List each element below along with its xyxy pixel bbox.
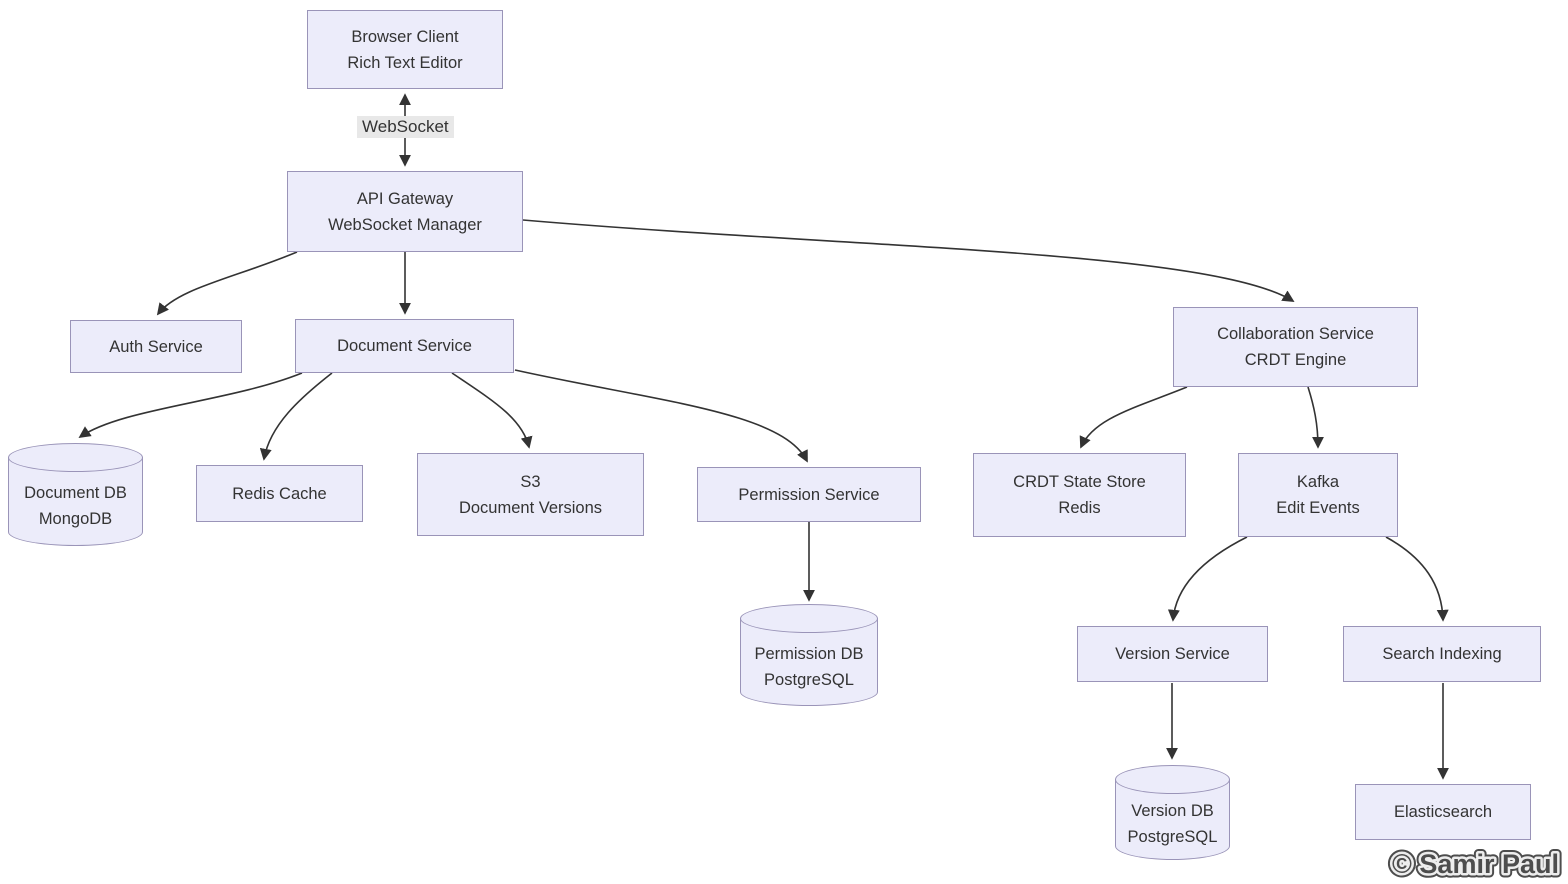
node-document-db-cylinder: Document DB MongoDB	[8, 443, 143, 546]
node-search-indexing: Search Indexing	[1343, 626, 1541, 682]
node-label: S3	[520, 472, 541, 491]
node-label: Redis	[1058, 499, 1101, 517]
node-label: Permission Service	[738, 485, 880, 504]
node-browser-client: Browser Client Rich Text Editor	[307, 10, 503, 89]
node-label: Collaboration Service	[1217, 325, 1374, 343]
node-label: WebSocket Manager	[328, 215, 482, 234]
edge-label-websocket: WebSocket	[357, 116, 454, 138]
node-label: Document Service	[337, 337, 472, 355]
node-label: Document Versions	[458, 498, 603, 517]
edge-document-service-to-s3	[451, 372, 533, 449]
node-label: CRDT Engine	[1244, 351, 1347, 369]
edge-kafka-to-search-indexing	[1385, 536, 1449, 622]
node-label: CRDT State Store	[1013, 473, 1146, 491]
watermark-text: © Samir Paul	[1392, 849, 1559, 879]
edge-kafka-to-version-service	[1167, 536, 1248, 622]
node-collaboration-service: Collaboration Service CRDT Engine	[1173, 307, 1418, 387]
node-label: Elasticsearch	[1393, 803, 1493, 821]
node-kafka: Kafka Edit Events	[1238, 453, 1398, 537]
node-label: Auth Service	[109, 337, 203, 356]
node-label: PostgreSQL	[764, 670, 854, 689]
edge-api-gateway-to-auth-service	[156, 251, 298, 316]
edge-collaboration-service-to-crdt-state-store	[1079, 386, 1188, 449]
node-label: Redis Cache	[232, 484, 327, 503]
edge-document-service-to-redis-cache	[259, 372, 333, 461]
node-label: Version DB	[1131, 802, 1214, 820]
node-label: MongoDB	[38, 510, 113, 528]
edge-collaboration-service-to-kafka	[1307, 386, 1324, 449]
node-label: Kafka	[1296, 473, 1340, 491]
node-permission-service: Permission Service	[697, 467, 921, 522]
edge-document-service-to-document-db	[78, 372, 303, 439]
node-permission-db-cylinder: Permission DB PostgreSQL	[740, 604, 878, 706]
node-label: Browser Client	[351, 27, 459, 46]
watermark-outline: © Samir Paul	[1392, 849, 1559, 879]
node-label: Search Indexing	[1382, 645, 1502, 663]
node-label-group: Permission DB PostgreSQL	[754, 631, 863, 693]
edge-document-service-to-permission-service	[514, 369, 808, 463]
edge-api-gateway-to-collaboration-service	[522, 219, 1295, 302]
node-api-gateway: API Gateway WebSocket Manager	[287, 171, 523, 252]
node-label: Edit Events	[1276, 499, 1360, 517]
node-label: API Gateway	[356, 189, 454, 208]
node-elasticsearch: Elasticsearch	[1355, 784, 1531, 840]
node-auth-service: Auth Service	[70, 320, 242, 373]
node-version-service: Version Service	[1077, 626, 1268, 682]
node-label: Version Service	[1115, 645, 1230, 663]
watermark: © Samir Paul © Samir Paul	[1388, 845, 1564, 884]
node-redis-cache: Redis Cache	[196, 465, 363, 522]
node-crdt-state-store: CRDT State Store Redis	[973, 453, 1186, 537]
node-document-service: Document Service	[295, 319, 514, 373]
node-label-group: Version DB PostgreSQL	[1128, 788, 1218, 850]
node-label-group: Document DB MongoDB	[24, 470, 127, 532]
node-label: Rich Text Editor	[347, 53, 463, 72]
node-label: Document DB	[24, 484, 127, 502]
node-label: Permission DB	[754, 644, 864, 663]
node-label: PostgreSQL	[1127, 828, 1218, 846]
node-s3: S3 Document Versions	[417, 453, 644, 536]
node-version-db-cylinder: Version DB PostgreSQL	[1115, 765, 1230, 860]
